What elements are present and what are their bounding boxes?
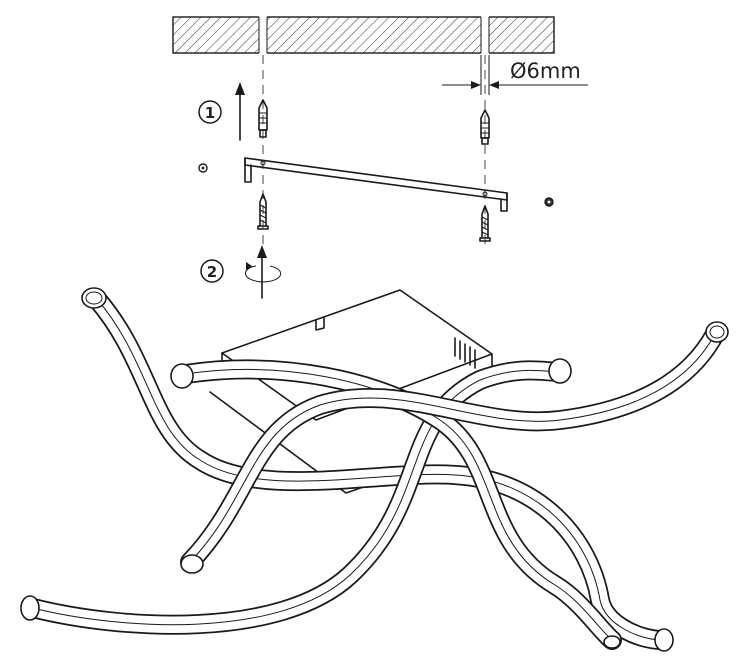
step-1-label: 1 — [205, 104, 215, 122]
step-1-marker: 1 — [198, 100, 222, 124]
hole-diameter-dimension: Ø6mm — [442, 55, 588, 95]
nut-right — [544, 197, 554, 207]
step-2-marker: 2 — [200, 259, 224, 283]
wall-plug-left — [258, 99, 268, 138]
step-2-rotate-arrow-icon — [245, 245, 282, 299]
step-1-arrow-icon — [235, 82, 245, 141]
screw-left — [257, 193, 269, 230]
led-arm-4 — [180, 324, 725, 572]
led-arm-1 — [86, 288, 672, 650]
screw-right — [479, 205, 491, 242]
arm-end-caps — [20, 287, 729, 652]
ceiling — [172, 15, 555, 55]
nut-left — [198, 163, 208, 173]
led-arm-3 — [176, 359, 622, 650]
vent-slots — [454, 337, 476, 369]
wall-plug-right — [480, 109, 490, 145]
step-2-label: 2 — [207, 263, 217, 281]
hole-diameter-label: Ø6mm — [510, 59, 581, 83]
mounting-bracket — [244, 157, 508, 212]
led-arm-2 — [23, 360, 570, 635]
